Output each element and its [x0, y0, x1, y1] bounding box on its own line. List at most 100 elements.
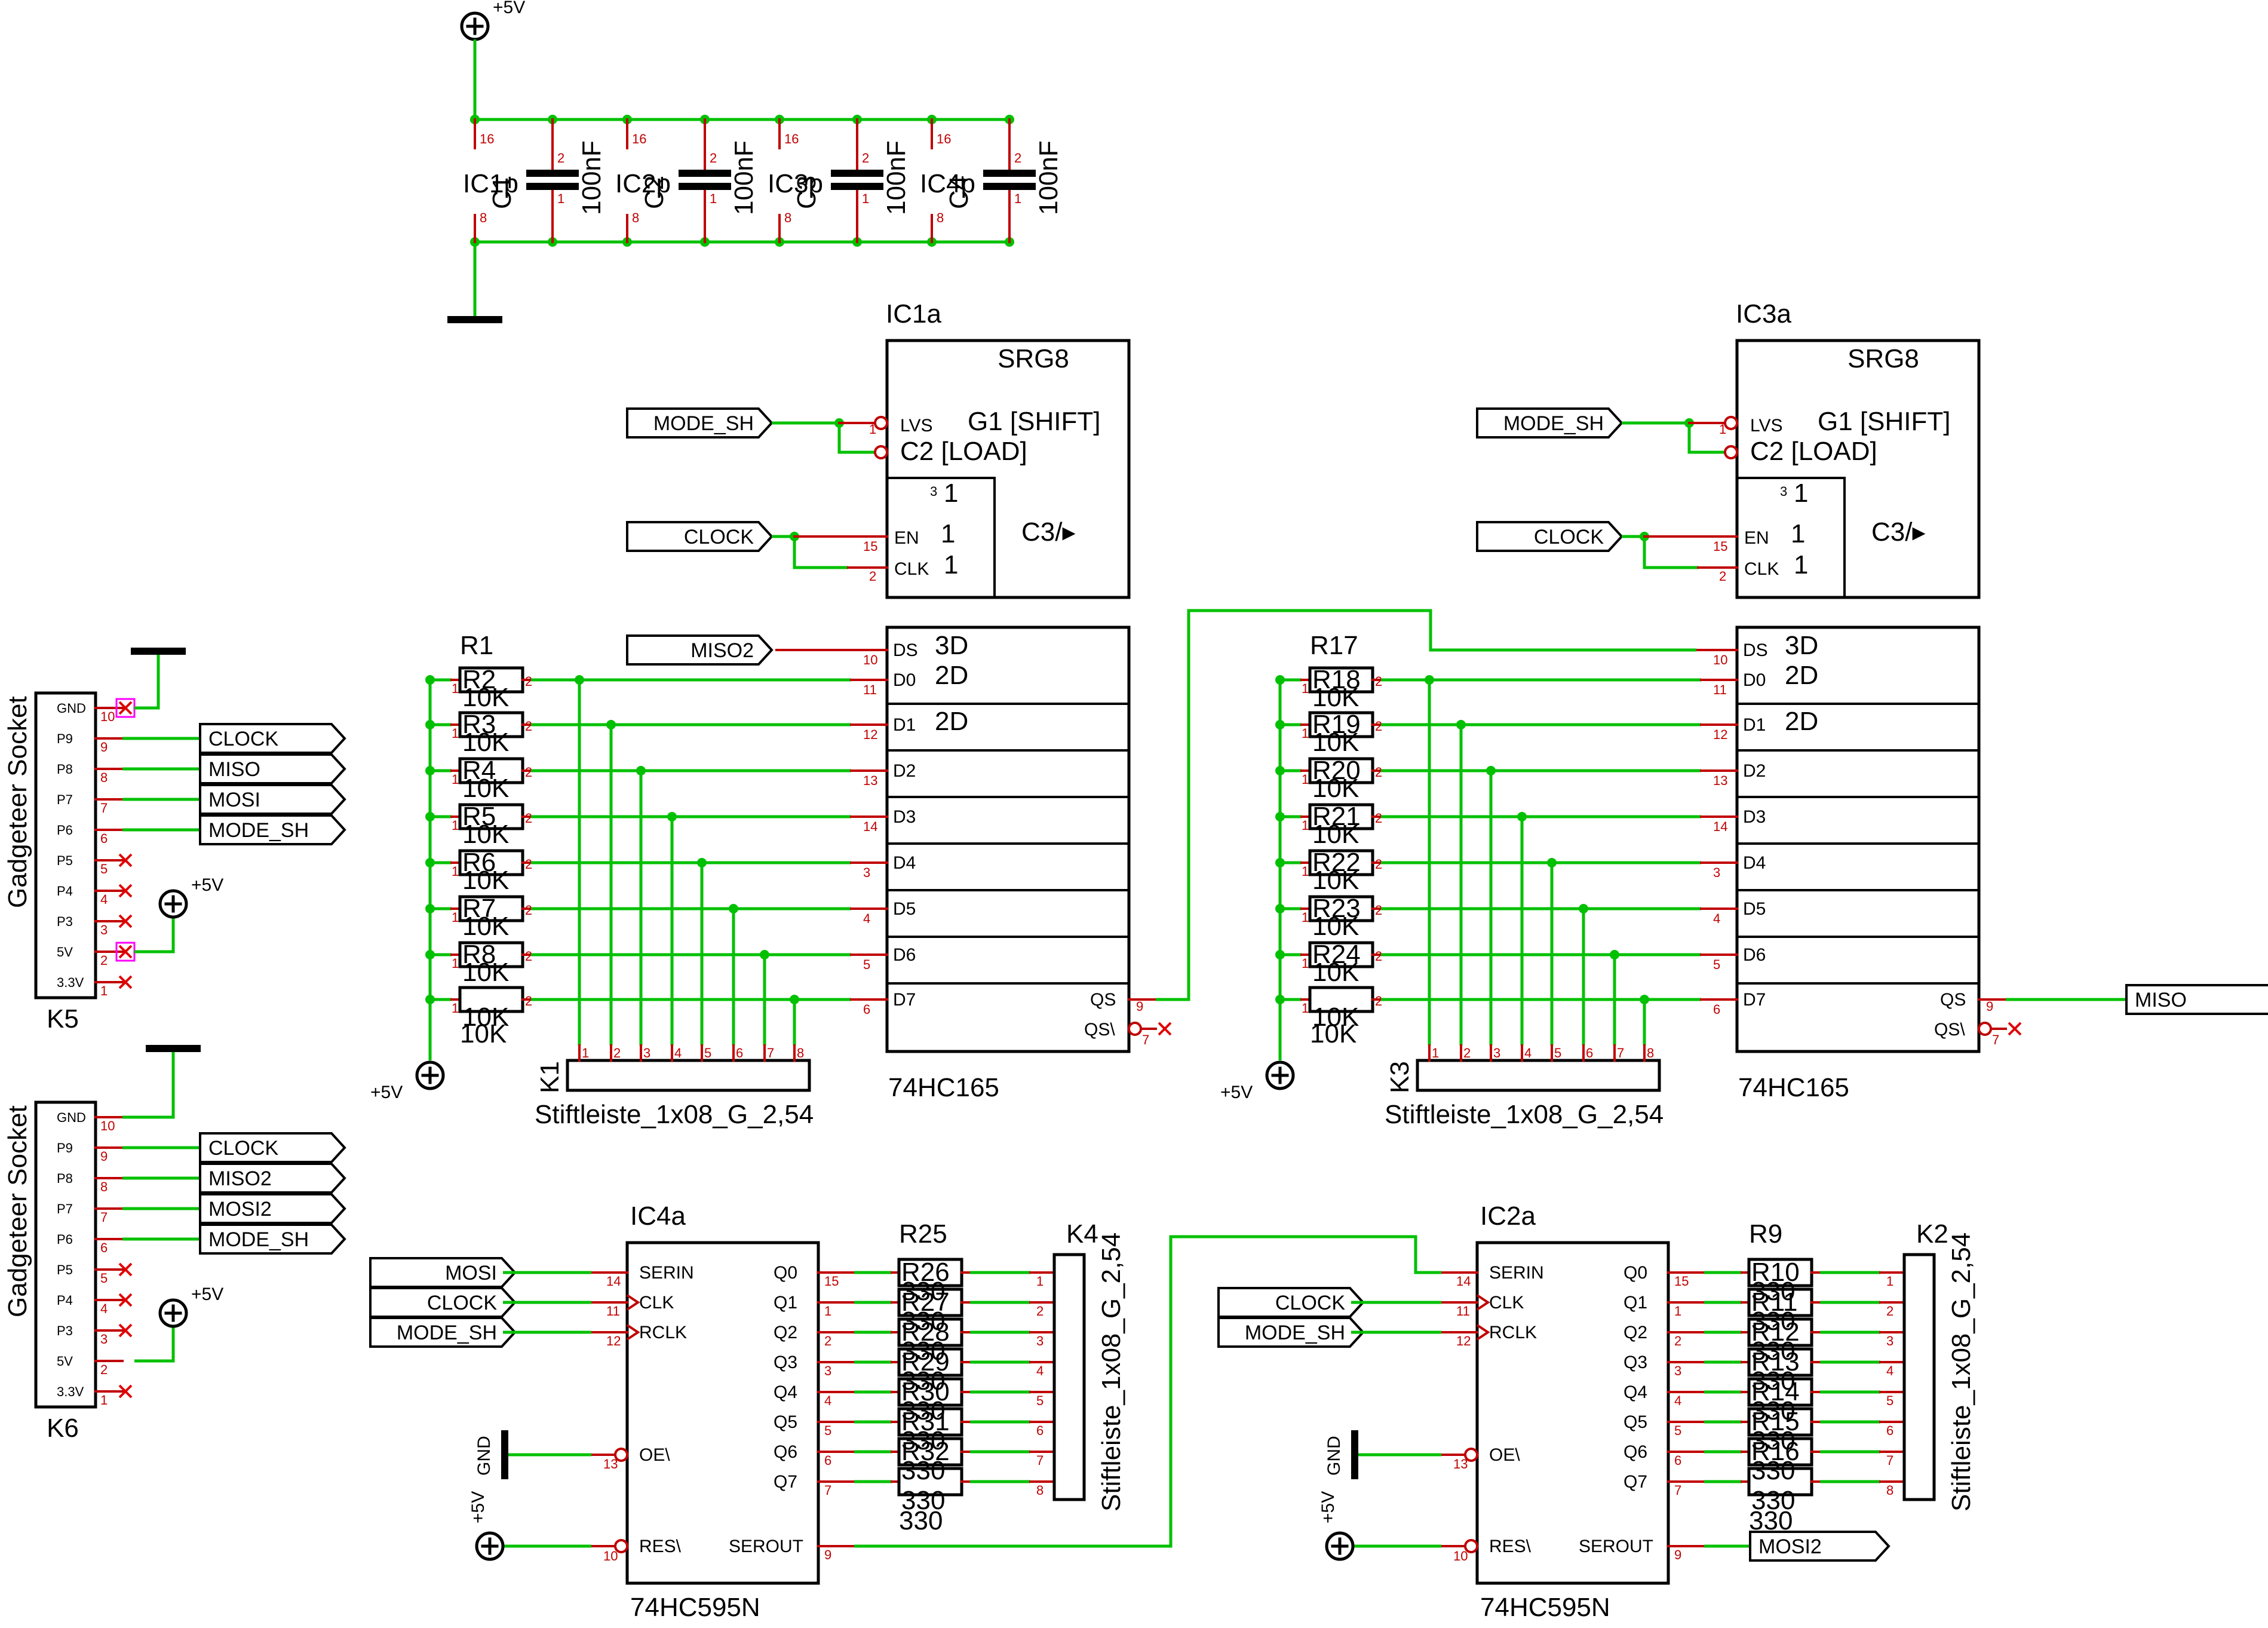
nc-mark [118, 884, 133, 898]
resistor-value: 330 [1751, 1426, 1795, 1455]
pin-name: CLK [1489, 1293, 1524, 1313]
clock-triangle [626, 1294, 640, 1311]
gnd-label: GND [1324, 1436, 1344, 1476]
pin-number: 1 [100, 983, 108, 998]
pin-name: Q4 [774, 1382, 797, 1402]
capacitor-label: C4 [944, 176, 974, 209]
pin-number: 4 [863, 911, 870, 926]
header-part: Stiftleiste_1x08_G_2,54 [535, 1100, 814, 1129]
pin-name: EN [894, 528, 919, 548]
pin-number: 4 [824, 1393, 831, 1408]
socket-title: Gadgeteer Socket [3, 1105, 32, 1317]
control-text: C2 [LOAD] [1750, 437, 1877, 466]
resistor-name: R8 [462, 940, 496, 969]
pin-number: 3 [863, 865, 870, 880]
control-text: C3/▸ [1021, 517, 1076, 547]
pin-number: 11 [606, 1304, 620, 1319]
socket-net-port-label: MOSI2 [208, 1198, 272, 1221]
mosi2-port-label: MOSI2 [1758, 1535, 1822, 1558]
pin-number: 2 [525, 994, 532, 1008]
pin-number: 1 [452, 956, 459, 971]
pin-number: 8 [1886, 1483, 1893, 1498]
wire [134, 651, 160, 710]
junction-dot [1275, 766, 1285, 775]
ic-power-label: IC3p [768, 169, 823, 198]
nc-mark [118, 1384, 133, 1399]
pin-number: 8 [632, 210, 639, 225]
socket-pin-name: P9 [57, 731, 73, 746]
capacitor-label: C3 [792, 176, 821, 209]
socket-net-port [199, 1224, 346, 1255]
pin-name: Q0 [774, 1263, 797, 1283]
pin-number: 1 [582, 1046, 589, 1060]
resistor-value: 330 [1751, 1366, 1795, 1396]
pin-name: D3 [893, 807, 916, 827]
nc-mark [2008, 1022, 2022, 1036]
socket-pin-name: P6 [57, 1232, 73, 1247]
pin-name: SEROUT [729, 1537, 803, 1556]
inversion-bubble [1128, 1022, 1142, 1036]
pin-name: D2 [893, 761, 916, 781]
inversion-bubble [874, 445, 888, 459]
resistor-value: 330 [1751, 1277, 1795, 1306]
resistor-value: 10K [460, 1019, 507, 1048]
socket-net-port-label: CLOCK [208, 1137, 278, 1160]
pin-number: 15 [1713, 539, 1727, 554]
pin-number: 9 [1136, 999, 1143, 1014]
pin-number: 16 [937, 131, 951, 146]
resistor-name: R26 [901, 1258, 950, 1287]
pin-number: 1 [452, 910, 459, 925]
resistor-name: R12 [1751, 1317, 1800, 1347]
junction-dot [425, 858, 435, 867]
control-text: C3/▸ [1871, 517, 1926, 547]
pin-number: 8 [937, 210, 944, 225]
pin-number: 12 [1456, 1333, 1471, 1348]
pin-number: 14 [1456, 1274, 1471, 1289]
socket-net-port [199, 1193, 346, 1224]
pin-number: 6 [1674, 1453, 1681, 1468]
socket-net-port-label: CLOCK [208, 728, 278, 750]
pin-name: Q6 [1623, 1442, 1647, 1462]
pin-number: 9 [824, 1547, 831, 1562]
subblock-text: 1 [944, 479, 958, 508]
ic-part: 74HC595N [630, 1593, 760, 1622]
socket-pin-name: GND [57, 701, 86, 716]
resistor-name: R16 [1751, 1437, 1800, 1466]
control-text: G1 [SHIFT] [968, 407, 1100, 436]
pin-number: 4 [100, 892, 108, 907]
pin-number: 1 [869, 422, 876, 437]
resistor-value: 330 [901, 1456, 945, 1485]
pin-number: 2 [100, 1362, 108, 1377]
pin-name: QS [1090, 990, 1116, 1010]
resistor-value: 330 [899, 1506, 943, 1535]
socket-net-port [199, 784, 346, 815]
ic-name: IC2a [1480, 1201, 1536, 1231]
socket-net-port [199, 814, 346, 845]
pin-number: 5 [1674, 1423, 1681, 1438]
pin-name: CLK [1744, 559, 1779, 579]
pin-name: D7 [1743, 990, 1766, 1010]
pin-number: 2 [1014, 151, 1021, 165]
socket-net-port [199, 753, 346, 784]
nc-mark [118, 914, 133, 928]
resistor-value: 10K [462, 728, 509, 757]
header-part: Stiftleiste_1x08_G_2,54 [1947, 1233, 1976, 1512]
resistor-value: 10K [1310, 1019, 1356, 1048]
pin-header [566, 1059, 811, 1092]
resistor-value: 330 [901, 1426, 945, 1455]
pin-number: 11 [1713, 682, 1727, 697]
clock-port-label: CLOCK [684, 526, 754, 548]
pin-name: QS\ [1084, 1020, 1115, 1040]
resistor-value: 330 [1751, 1307, 1795, 1336]
socket-net-port-label: MOSI [208, 789, 260, 811]
resistor-value: 330 [1751, 1396, 1795, 1425]
pin-number: 6 [736, 1046, 743, 1060]
pin-number: 2 [869, 569, 876, 584]
junction-dot [425, 766, 435, 775]
pin-number: 14 [606, 1274, 621, 1289]
resistor-name: R19 [1312, 710, 1361, 739]
wire [772, 421, 875, 454]
resistor-value: 330 [1751, 1456, 1795, 1485]
pin-number: 3 [824, 1363, 831, 1378]
pin-number: 8 [480, 210, 487, 225]
